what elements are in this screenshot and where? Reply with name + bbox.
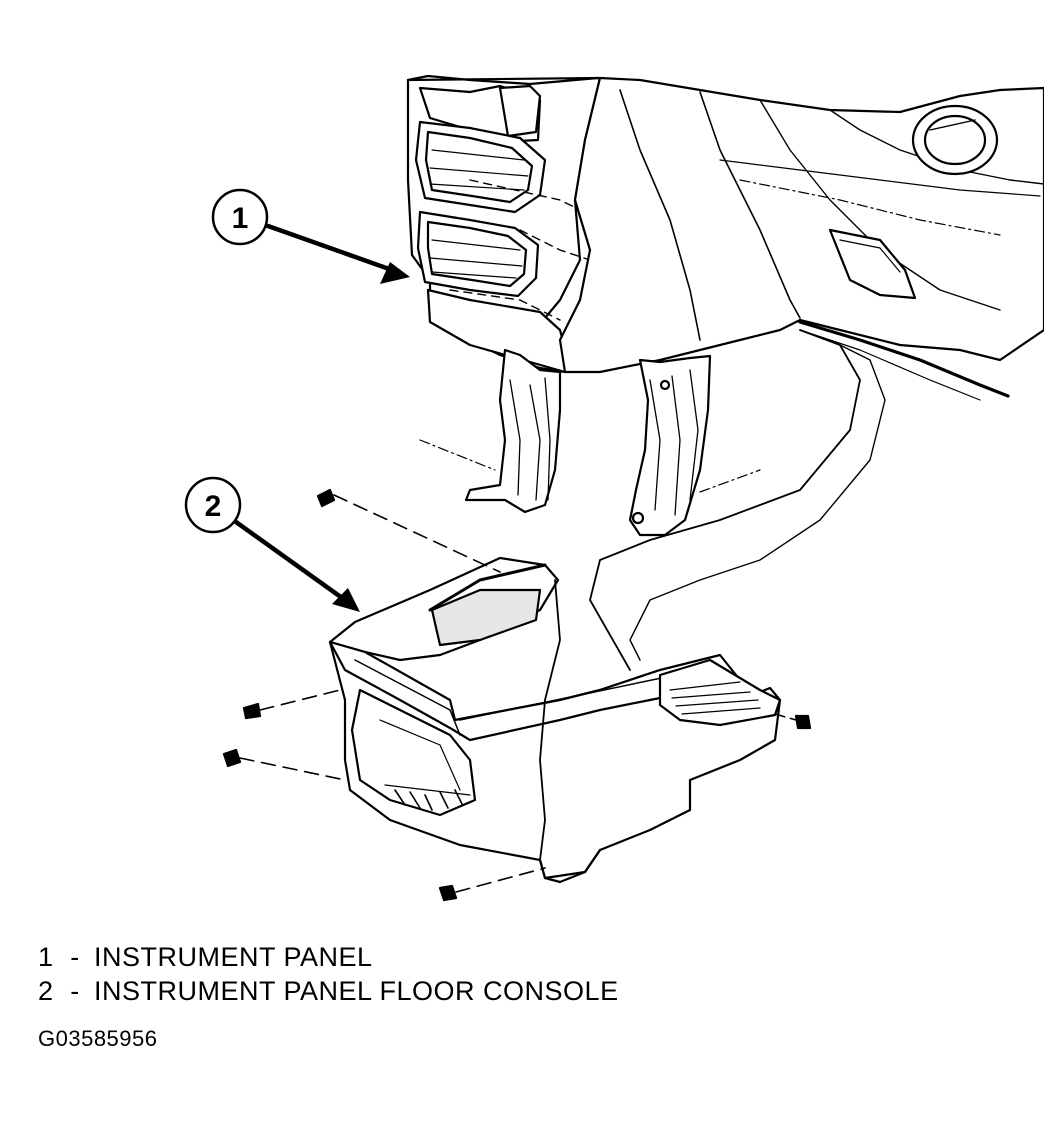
right-bracket-ribs bbox=[649, 369, 699, 516]
legend-item-label: INSTRUMENT PANEL bbox=[94, 942, 373, 972]
vent-lower-louvers bbox=[429, 239, 523, 279]
grille-frame bbox=[384, 784, 471, 796]
legend-item-number: 1 bbox=[38, 942, 54, 972]
callout-1: 1 bbox=[211, 188, 410, 284]
round-vent-inner bbox=[923, 114, 987, 166]
screw-left-lower bbox=[222, 748, 346, 781]
round-vent-louver bbox=[929, 119, 976, 131]
callout-2-number: 2 bbox=[205, 490, 222, 523]
callout-1-leader bbox=[265, 223, 395, 273]
fasteners bbox=[222, 488, 812, 902]
guide-line-2 bbox=[699, 469, 761, 493]
legend-item-separator: - bbox=[70, 976, 80, 1006]
dash-lower-rail-edge bbox=[799, 329, 981, 401]
instrument-panel bbox=[406, 74, 1044, 671]
legend-item-separator: - bbox=[70, 942, 80, 972]
exploded-view-diagram: 1 2 bbox=[184, 74, 1044, 902]
callout-2-leader bbox=[233, 519, 348, 603]
vent-upper-louvers bbox=[429, 149, 529, 191]
left-bracket bbox=[464, 348, 562, 514]
upper-bezel bbox=[406, 74, 600, 86]
parts-legend: 1 - INSTRUMENT PANEL 2 - INSTRUMENT PANE… bbox=[38, 940, 619, 1008]
cross-panel-edge bbox=[354, 659, 461, 736]
right-bracket-tab-hole bbox=[631, 511, 645, 525]
dash-contour-3 bbox=[759, 99, 1001, 311]
dash-handle bbox=[828, 228, 917, 300]
dash-contour-1 bbox=[619, 89, 701, 341]
right-bracket bbox=[628, 354, 712, 537]
cavity-contour bbox=[379, 719, 461, 791]
legend-item: 2 - INSTRUMENT PANEL FLOOR CONSOLE bbox=[38, 974, 619, 1008]
rear-vent-louvers bbox=[669, 681, 761, 715]
left-bracket-ribs bbox=[509, 377, 551, 501]
legend-item: 1 - INSTRUMENT PANEL bbox=[38, 940, 619, 974]
vent-lower bbox=[416, 210, 540, 298]
screw-top bbox=[316, 488, 501, 573]
screw-right bbox=[774, 713, 812, 730]
dash-seam bbox=[719, 159, 1041, 197]
callout-2-arrowhead bbox=[332, 588, 360, 612]
upper-knob-slot bbox=[498, 84, 542, 138]
screw-left-upper bbox=[242, 689, 341, 720]
console-recess bbox=[430, 588, 542, 647]
console-top-highlight bbox=[428, 563, 547, 612]
right-bracket-hole bbox=[659, 379, 671, 391]
console-lower-grille bbox=[394, 789, 463, 811]
guide-line-1 bbox=[419, 439, 496, 471]
vent-lower-inner bbox=[426, 220, 528, 288]
legend-item-label: INSTRUMENT PANEL FLOOR CONSOLE bbox=[94, 976, 619, 1006]
console-inner-cavity bbox=[350, 688, 477, 817]
callout-1-number: 1 bbox=[232, 202, 249, 235]
floor-tunnel-line-1 bbox=[589, 329, 861, 671]
callout-1-arrowhead bbox=[380, 262, 410, 284]
callout-2-circle bbox=[184, 476, 242, 534]
dash-contour-2 bbox=[699, 91, 801, 319]
callout-1-circle bbox=[211, 188, 269, 246]
callout-2: 2 bbox=[184, 476, 360, 612]
legend-item-number: 2 bbox=[38, 976, 54, 1006]
dash-centerline bbox=[739, 179, 1001, 236]
console-rear-vent bbox=[658, 658, 782, 727]
console-side-curve bbox=[539, 579, 561, 861]
floor-console bbox=[328, 556, 782, 884]
vent-upper-inner bbox=[424, 130, 534, 204]
floor-tunnel-line-2 bbox=[629, 344, 886, 661]
figure-code: G03585956 bbox=[38, 1026, 158, 1051]
dash-handle-detail bbox=[839, 239, 901, 273]
dash-lower-rail bbox=[798, 320, 1010, 398]
screw-bottom bbox=[438, 867, 546, 902]
console-foot bbox=[538, 848, 602, 884]
